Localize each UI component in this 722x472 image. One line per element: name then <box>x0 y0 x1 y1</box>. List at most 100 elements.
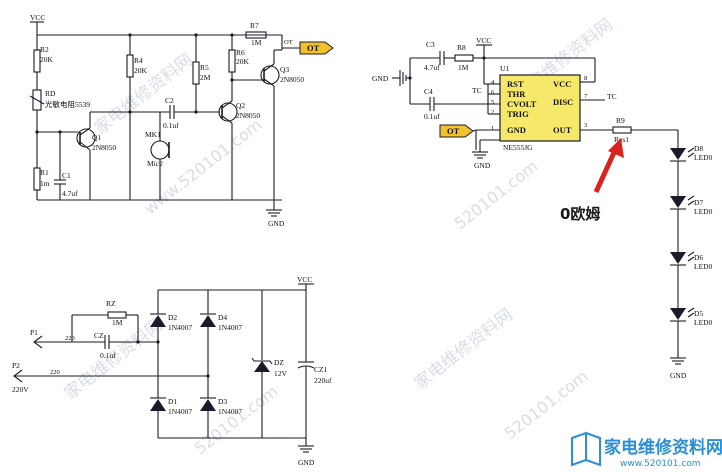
r4-value: 20K <box>134 66 148 75</box>
d4-value: 1N4007 <box>218 323 242 332</box>
logo-text: 家电维修资料网 <box>604 437 722 458</box>
diode-d3 <box>200 399 216 411</box>
led-d6 <box>670 251 695 266</box>
d7-value: LED0 <box>694 207 713 216</box>
watermark-url: 520101.com <box>451 156 542 233</box>
mk1-value: Mic2 <box>147 159 163 168</box>
r1-ref: R1 <box>40 168 49 177</box>
d4-ref: D4 <box>218 313 227 322</box>
r2-ref: R2 <box>40 45 49 54</box>
pin-num: 1 <box>491 125 494 132</box>
r8-ref: R8 <box>457 43 466 52</box>
zener-dz <box>254 361 270 372</box>
rd-ref: RD <box>45 89 56 98</box>
ic-555 <box>499 74 581 142</box>
pin-num: 2 <box>491 109 494 116</box>
mk1-ref: MK1 <box>145 130 161 139</box>
c2-ref: C2 <box>165 96 174 105</box>
d7-ref: D7 <box>694 198 703 207</box>
resistor-r7 <box>245 31 267 39</box>
resistor-r6 <box>228 49 236 73</box>
pin-thr: THR <box>507 89 526 99</box>
c3-value: 4.7uf <box>424 63 440 72</box>
r7-value: 1M <box>251 38 262 47</box>
c1-ref: C1 <box>62 171 71 180</box>
logo-url: www.520101.com <box>620 459 701 469</box>
pin-num: 3 <box>584 122 587 129</box>
transistor-q2 <box>218 102 238 122</box>
d5-value: LED0 <box>694 318 713 327</box>
r2-value: 20K <box>40 55 54 64</box>
dz-ref: DZ <box>274 358 284 367</box>
rz-ref: RZ <box>106 299 116 308</box>
ot-flag-label: OT <box>307 43 320 53</box>
cz1-value: 220uf <box>314 376 332 385</box>
transistor-q3 <box>260 65 280 85</box>
led-d7 <box>670 195 695 210</box>
watermark-text: 家电维修资料网 <box>411 305 517 394</box>
rz-value: 1M <box>112 318 123 327</box>
r4-ref: R4 <box>134 56 143 65</box>
watermark-url: 520101.com <box>501 366 592 443</box>
c3-ref: C3 <box>426 40 435 49</box>
circuit-555-timer: VCC C3 4.7uf R8 1M GND C4 0 <box>372 36 713 380</box>
cz1-ref: CZ1 <box>314 365 328 374</box>
d6-value: LED0 <box>694 262 713 271</box>
watermark-text: 家电维修资料网 <box>91 50 197 139</box>
gnd-label: GND <box>372 74 389 83</box>
annotation-arrow <box>593 138 624 194</box>
d3-ref: D3 <box>218 397 227 406</box>
connector-p2 <box>13 369 23 383</box>
d3-value: 1N4007 <box>218 407 242 416</box>
dz-value: 12V <box>274 369 288 378</box>
diode-d1 <box>150 399 166 411</box>
gnd-label: GND <box>268 219 285 228</box>
gnd-label: GND <box>298 458 315 467</box>
r5-value: 2M <box>200 73 211 82</box>
r6-value: 20K <box>236 57 250 66</box>
vcc-label: VCC <box>297 275 312 284</box>
ic-ref: U1 <box>500 64 509 73</box>
cz-value: 0.1uf <box>100 351 116 360</box>
tc-label-left: TC <box>472 86 482 95</box>
gnd-label: GND <box>474 161 491 170</box>
pin-num: 7 <box>584 93 588 100</box>
tc-label-right: TC <box>607 92 617 101</box>
pin-rst: RST <box>507 79 524 89</box>
led-d8 <box>670 147 695 162</box>
vcc-label: VCC <box>30 13 45 22</box>
pin-gnd: GND <box>507 125 526 135</box>
p1-label: P1 <box>30 328 38 337</box>
d8-value: LED0 <box>694 153 713 162</box>
c2-value: 0.1uf <box>163 121 179 130</box>
p2-label: P2 <box>12 361 20 370</box>
c1-value: 4.7uf <box>62 189 78 198</box>
p2-value: 220V <box>12 385 29 394</box>
r1-value: 1m <box>40 179 50 188</box>
connector-p1 <box>33 335 43 349</box>
q1-value: 2N8050 <box>92 143 116 152</box>
d6-ref: D6 <box>694 253 703 262</box>
output-flag <box>299 41 334 55</box>
ic-part: NE555JG <box>503 143 533 152</box>
d2-ref: D2 <box>168 313 177 322</box>
pin-trig: TRIG <box>507 109 529 119</box>
site-logo: 家电维修资料网 www.520101.com <box>571 431 722 469</box>
resistor-r9 <box>612 126 632 134</box>
diode-d2 <box>150 315 166 327</box>
circuit-power-supply: P1 220 RZ 1M CZ 0.1uf P2 220V 220 VCC <box>12 275 332 467</box>
c4-value: 0.1uf <box>424 112 440 121</box>
microphone-mk1 <box>150 140 170 160</box>
book-icon <box>571 431 601 467</box>
watermark-url: 520101.com <box>191 381 282 458</box>
net-220-a: 220 <box>65 335 75 342</box>
q2-ref: Q2 <box>236 101 245 110</box>
r5-ref: R5 <box>200 63 209 72</box>
d5-ref: D5 <box>694 309 703 318</box>
net-220-b: 220 <box>50 369 60 376</box>
pin-disc: DISC <box>553 97 573 107</box>
diode-d4 <box>200 315 216 327</box>
q2-value: 2N8050 <box>236 111 260 120</box>
